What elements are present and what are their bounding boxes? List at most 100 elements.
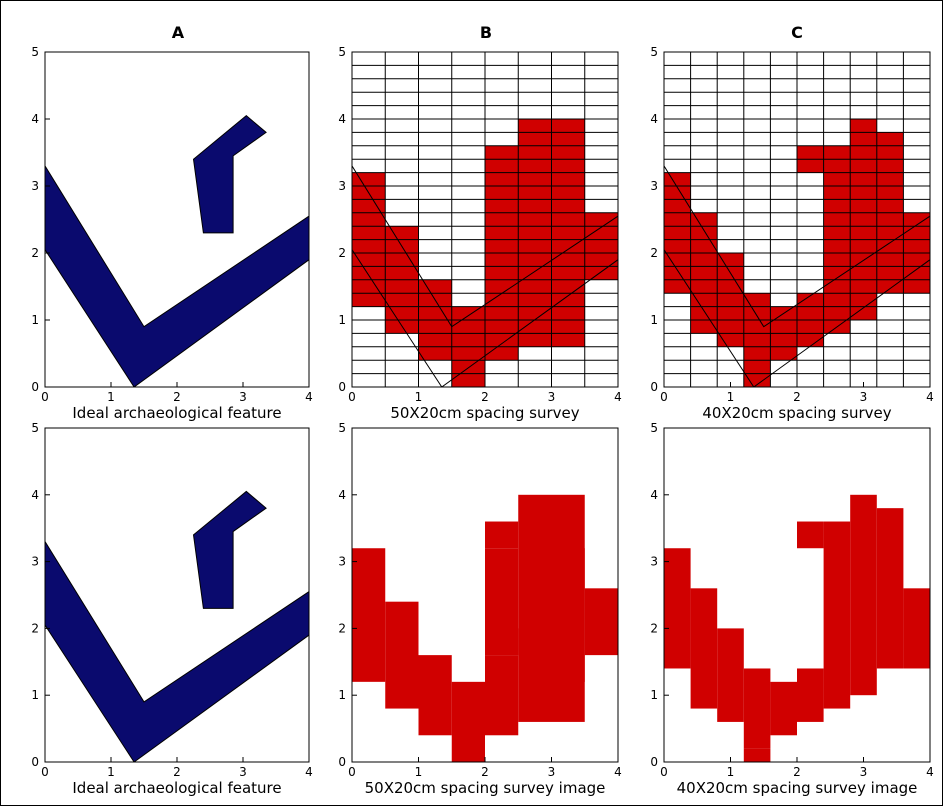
x-tick-label: 2 [173,765,181,779]
survey-cell [352,548,386,682]
y-tick-label: 3 [650,555,658,569]
survey-cell [584,212,618,280]
panel-caption: 40X20cm spacing survey image [677,779,918,797]
y-tick-label: 4 [31,112,39,126]
survey-cell [551,548,585,682]
survey-cell [743,668,771,749]
panel-caption: Ideal archaeological feature [72,779,281,797]
x-tick-label: 0 [41,390,49,404]
y-tick-label: 5 [650,421,658,435]
survey-cell [903,588,930,669]
y-tick-label: 2 [31,246,39,260]
y-tick-label: 4 [338,488,346,502]
survey-cell [823,521,851,709]
survey-cell [743,748,771,762]
survey-cell [385,601,419,709]
x-tick-label: 2 [481,765,489,779]
x-tick-label: 2 [481,390,489,404]
y-tick-label: 2 [31,621,39,635]
survey-cell [850,119,877,320]
y-tick-label: 1 [650,688,658,702]
survey-cell [518,494,552,722]
feature-outline [664,164,930,387]
panel-plot-area [45,490,309,762]
x-tick-label: 3 [548,765,556,779]
x-tick-label: 4 [614,765,622,779]
feature-body [45,164,309,387]
survey-cell [770,681,797,736]
y-tick-label: 1 [31,688,39,702]
survey-cell [717,253,744,347]
x-tick-label: 2 [793,765,801,779]
y-tick-label: 3 [31,179,39,193]
y-tick-label: 0 [650,755,658,769]
x-tick-label: 3 [239,765,247,779]
panel-plot-area [664,52,930,387]
x-tick-label: 3 [548,390,556,404]
x-tick-label: 1 [107,390,115,404]
panel-caption: 50X20cm spacing survey image [365,779,606,797]
feature-arm [192,114,267,234]
y-tick-label: 4 [650,488,658,502]
column-title-c: C [791,23,803,42]
survey-cell [690,588,718,709]
y-tick-label: 5 [338,45,346,59]
column-title-a: A [172,23,185,42]
survey-cell [664,548,691,669]
x-tick-label: 4 [614,390,622,404]
survey-cell [451,681,485,762]
panel-caption: 50X20cm spacing survey [390,404,579,422]
survey-cell [717,628,744,722]
x-tick-label: 1 [727,390,735,404]
panel-plot-area [45,114,309,387]
y-tick-label: 5 [31,45,39,59]
y-tick-label: 1 [31,313,39,327]
x-tick-label: 1 [415,390,423,404]
x-tick-label: 3 [239,390,247,404]
x-tick-label: 2 [173,390,181,404]
y-tick-label: 5 [650,45,658,59]
survey-cell [485,521,519,549]
y-tick-label: 0 [31,755,39,769]
survey-cell [518,119,552,347]
y-tick-label: 4 [338,112,346,126]
x-tick-label: 0 [41,765,49,779]
panel-caption: Ideal archaeological feature [72,404,281,422]
panel-plot-area [352,52,618,387]
survey-cell [797,521,824,549]
survey-cell [518,628,552,656]
x-tick-label: 4 [305,765,313,779]
feature-arm [192,490,267,609]
y-tick-label: 4 [31,488,39,502]
survey-cell [690,212,718,334]
x-tick-label: 4 [926,390,934,404]
survey-cell [664,172,691,294]
y-tick-label: 3 [338,179,346,193]
survey-cell [418,655,452,736]
x-tick-label: 3 [860,765,868,779]
y-tick-label: 5 [31,421,39,435]
x-tick-label: 2 [793,390,801,404]
panel-caption: 40X20cm spacing survey [702,404,891,422]
y-tick-label: 5 [338,421,346,435]
x-tick-label: 4 [926,765,934,779]
survey-cell [584,588,618,656]
y-tick-label: 1 [338,313,346,327]
y-tick-label: 3 [650,179,658,193]
y-tick-label: 2 [650,246,658,260]
y-tick-label: 0 [338,755,346,769]
y-tick-label: 2 [338,621,346,635]
y-tick-label: 2 [338,246,346,260]
x-tick-label: 4 [305,390,313,404]
x-tick-label: 1 [727,765,735,779]
x-tick-label: 0 [348,765,356,779]
y-tick-label: 3 [338,555,346,569]
survey-cell [743,373,771,387]
y-tick-label: 4 [650,112,658,126]
survey-cell [485,548,519,656]
y-tick-label: 2 [650,621,658,635]
